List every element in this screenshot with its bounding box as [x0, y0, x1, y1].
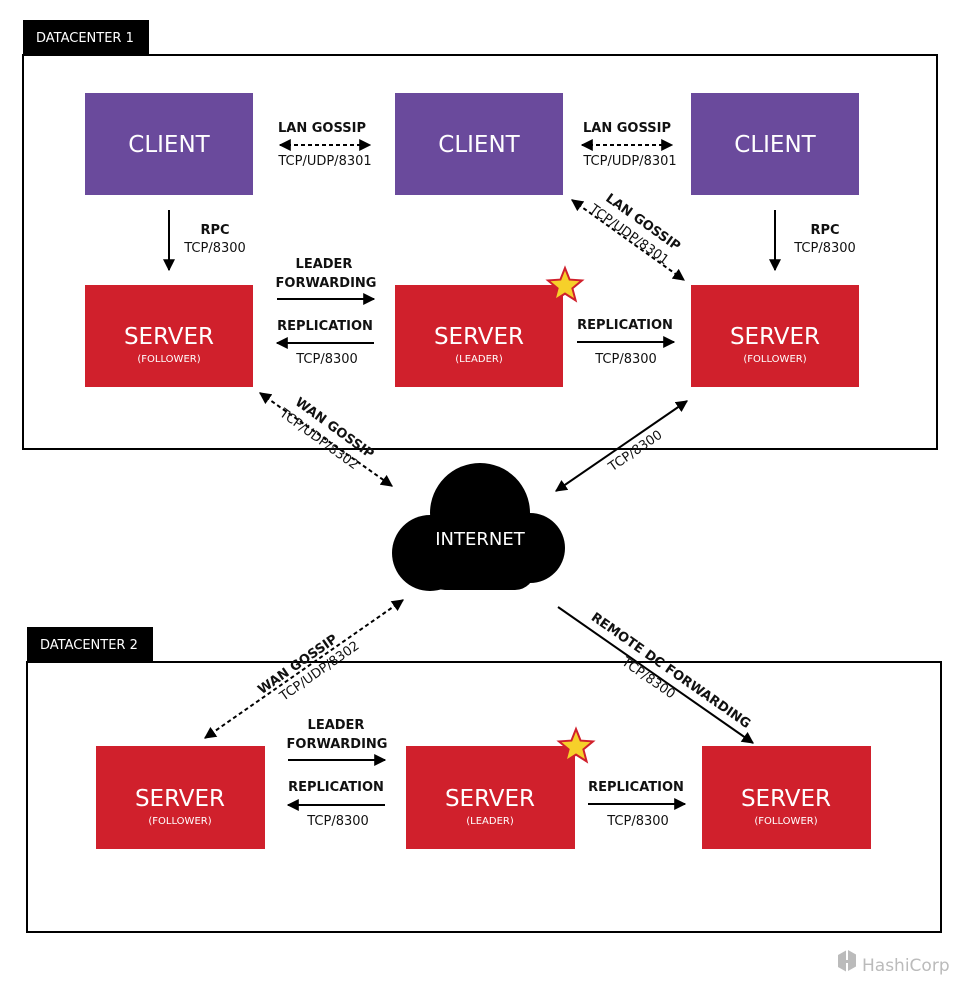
internet-label: INTERNET — [435, 529, 525, 550]
node-role: (LEADER) — [455, 354, 503, 365]
leader-forwarding-label-bottom: FORWARDING — [276, 276, 377, 291]
leader-forwarding-label-bottom: FORWARDING — [287, 737, 388, 752]
dc2-server-follower-left: SERVER (FOLLOWER) — [96, 746, 265, 849]
lan-gossip-port: TCP/UDP/8301 — [277, 154, 371, 169]
node-title: SERVER — [445, 786, 535, 812]
remote-dc-forwarding-label: REMOTE DC FORWARDING — [588, 610, 753, 732]
dc1-client-left: CLIENT — [85, 93, 253, 195]
node-title: SERVER — [741, 786, 831, 812]
replication-label: REPLICATION — [288, 780, 384, 795]
wan-gossip-dc1-labels: WAN GOSSIP TCP/UDP/8302 — [276, 395, 377, 473]
lan-gossip-arrow-diagonal — [571, 199, 685, 281]
replication-port: TCP/8300 — [594, 352, 657, 367]
brand-name: HashiCorp — [862, 956, 950, 976]
replication-port: TCP/8300 — [295, 352, 358, 367]
wan-gossip-dc2-labels: WAN GOSSIP TCP/UDP/8302 — [255, 632, 362, 705]
rpc-port: TCP/8300 — [793, 241, 856, 256]
node-title: SERVER — [434, 324, 524, 350]
hashicorp-brand: HashiCorp — [838, 950, 950, 976]
node-role: (FOLLOWER) — [743, 354, 806, 365]
dc1-client-middle: CLIENT — [395, 93, 563, 195]
datacenter-2-tab — [27, 627, 153, 662]
star-icon — [556, 726, 596, 764]
node-role: (LEADER) — [466, 816, 514, 827]
datacenter-2-frame — [26, 661, 942, 933]
node-role: (FOLLOWER) — [754, 816, 817, 827]
rpc-label: RPC — [810, 223, 839, 238]
lan-gossip-label: LAN GOSSIP — [583, 121, 671, 136]
node-title: SERVER — [730, 324, 820, 350]
wan-gossip-arrow-dc1 — [259, 392, 393, 487]
replication-label: REPLICATION — [577, 318, 673, 333]
datacenter-1-tab — [23, 20, 149, 55]
dc2-server-follower-right: SERVER (FOLLOWER) — [702, 746, 871, 849]
replication-label: REPLICATION — [588, 780, 684, 795]
wan-gossip-arrow-dc2 — [204, 599, 404, 739]
remote-dc-forwarding-labels: REMOTE DC FORWARDING TCP/8300 — [588, 610, 753, 732]
dc1-client-right: CLIENT — [691, 93, 859, 195]
node-title: CLIENT — [128, 132, 210, 158]
cloud-icon: INTERNET — [392, 463, 565, 591]
dc1-server-follower-right: SERVER (FOLLOWER) — [691, 285, 859, 387]
datacenter-1-label: DATACENTER 1 — [36, 31, 134, 46]
datacenter-1-frame — [22, 54, 938, 450]
dc2-server-leader: SERVER (LEADER) — [406, 746, 575, 849]
node-title: SERVER — [135, 786, 225, 812]
leader-forwarding-label-top: LEADER — [308, 718, 365, 733]
datacenter-2: DATACENTER 2 SERVER (FOLLOWER) SERVER (L… — [26, 627, 942, 933]
dc1-server-leader: SERVER (LEADER) — [395, 285, 563, 387]
remote-dc-forwarding-arrow — [557, 606, 754, 744]
node-role: (FOLLOWER) — [148, 816, 211, 827]
dc1-server-follower-left: SERVER (FOLLOWER) — [85, 285, 253, 387]
node-title: CLIENT — [438, 132, 520, 158]
rpc-label: RPC — [200, 223, 229, 238]
datacenter-1: DATACENTER 1 CLIENT CLIENT CLIENT SERVER… — [22, 20, 938, 450]
replication-port: TCP/8300 — [606, 814, 669, 829]
node-title: SERVER — [124, 324, 214, 350]
lan-gossip-label: LAN GOSSIP — [278, 121, 366, 136]
leader-forwarding-label-top: LEADER — [296, 257, 353, 272]
datacenter-2-label: DATACENTER 2 — [40, 638, 138, 653]
lan-gossip-port: TCP/UDP/8301 — [582, 154, 676, 169]
replication-port: TCP/8300 — [306, 814, 369, 829]
lan-gossip-diagonal-labels: LAN GOSSIP TCP/UDP/8301 — [586, 191, 683, 268]
replication-label: REPLICATION — [277, 319, 373, 334]
node-title: CLIENT — [734, 132, 816, 158]
internet-to-dc1-server-arrow — [555, 400, 688, 492]
rpc-port: TCP/8300 — [183, 241, 246, 256]
hashicorp-logo-icon — [838, 950, 856, 972]
node-role: (FOLLOWER) — [137, 354, 200, 365]
